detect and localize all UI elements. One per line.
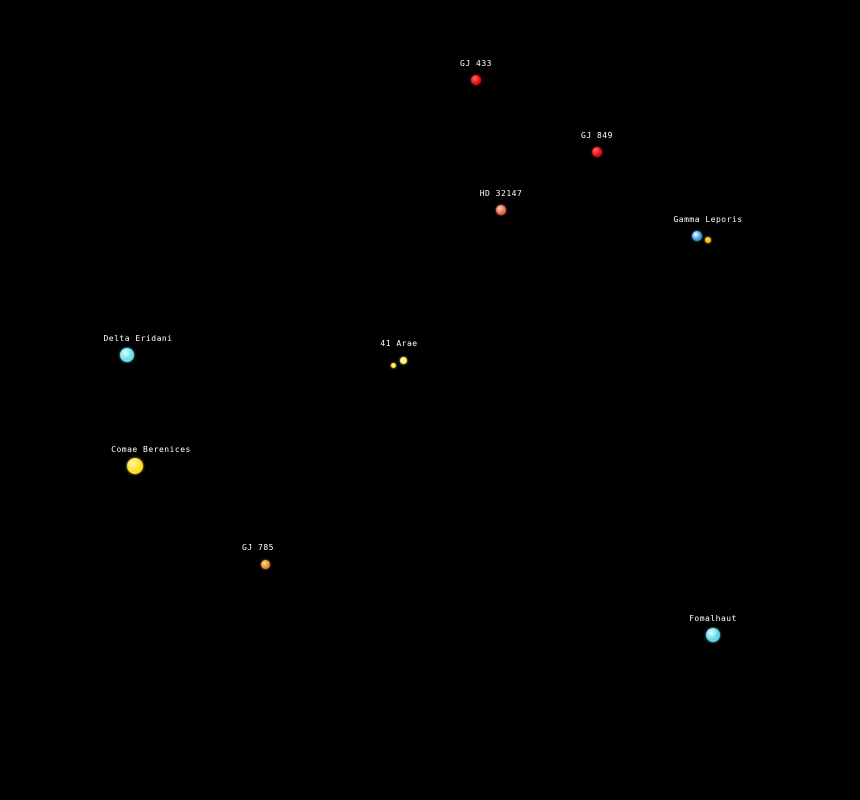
star-body-icon (592, 147, 602, 157)
star-label: 41 Arae (380, 339, 418, 348)
star-label: GJ 785 (242, 543, 274, 552)
star-body-icon (127, 458, 143, 474)
star-label: GJ 433 (460, 59, 492, 68)
star-label: HD 32147 (479, 189, 523, 198)
star-label: Delta Eridani (103, 334, 173, 343)
companion-body-icon (390, 362, 396, 368)
star-body-icon (692, 231, 702, 241)
star-label: Fomalhaut (689, 614, 737, 623)
star-label: Comae Berenices (111, 445, 191, 454)
star-label: Gamma Leporis (673, 215, 743, 224)
star-body-icon (260, 559, 270, 569)
star-body-icon (471, 75, 481, 85)
star-body-icon (496, 205, 506, 215)
star-body-icon (706, 628, 720, 642)
star-label: GJ 849 (581, 131, 613, 140)
star-body-icon (399, 356, 407, 364)
star-body-icon (120, 348, 134, 362)
companion-body-icon (705, 237, 711, 243)
